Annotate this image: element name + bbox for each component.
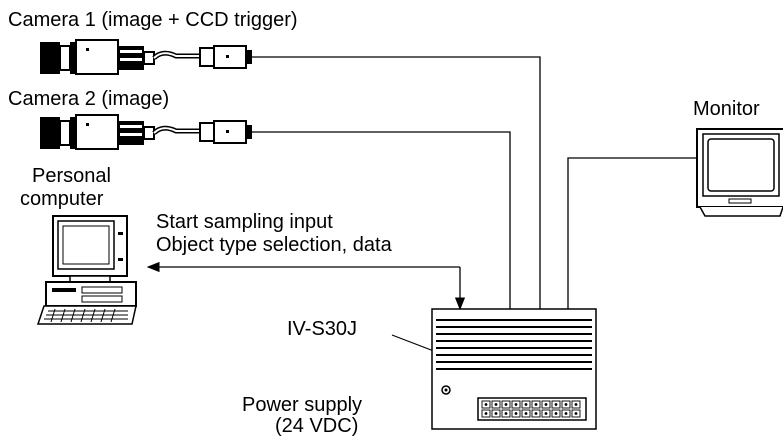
pc-label-line-2: computer <box>20 188 104 210</box>
power-label-line-2: (24 VDC) <box>275 415 359 437</box>
camera-2-label: Camera 2 (image) <box>8 88 170 110</box>
connection-lines <box>252 56 697 310</box>
pc-controller-arrow-icon <box>146 261 466 311</box>
controller-label: IV-S30J <box>287 318 358 340</box>
pc-label-line-1: Personal <box>32 165 111 187</box>
signal-label-line-2: Object type selection, data <box>156 234 392 256</box>
personal-computer-icon <box>36 215 137 325</box>
camera-1-label: Camera 1 (image + CCD trigger) <box>8 9 298 31</box>
monitor-icon <box>696 128 783 217</box>
camera-2-icon <box>40 114 252 150</box>
controller-unit-icon <box>431 308 597 430</box>
monitor-cable <box>567 157 697 310</box>
signal-label-line-1: Start sampling input <box>156 211 333 233</box>
monitor-label: Monitor <box>693 98 760 120</box>
camera-2-cable <box>252 131 511 310</box>
camera-1-cable <box>252 56 541 310</box>
power-label-line-1: Power supply <box>242 394 363 416</box>
camera-1-icon <box>40 39 252 75</box>
